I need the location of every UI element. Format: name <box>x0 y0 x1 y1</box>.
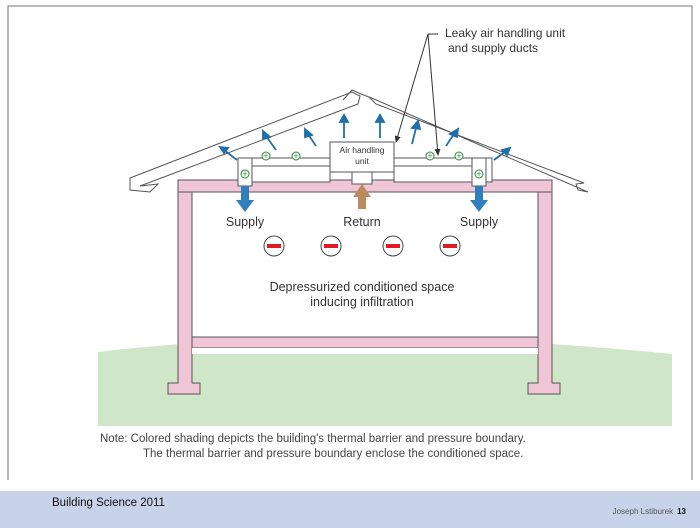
note: Note: Colored shading depicts the buildi… <box>100 432 680 462</box>
leak-sign: + <box>293 151 298 161</box>
footer-author: Joseph Lstiburek <box>612 507 674 516</box>
ground <box>98 337 672 426</box>
minus-icon <box>386 244 400 248</box>
leak-sign: + <box>263 151 268 161</box>
ahu-label-line1: Air handling <box>340 145 385 155</box>
leak-sign: + <box>427 151 432 161</box>
slide-border <box>7 5 693 480</box>
minus-icon <box>443 244 457 248</box>
leak-signs: + + + + + + <box>240 151 484 179</box>
callout-label-line2: and supply ducts <box>448 41 538 55</box>
roof <box>129 89 589 193</box>
space-label-line1: Depressurized conditioned space <box>270 280 455 294</box>
space-label-line2: inducing infiltration <box>310 295 414 309</box>
note-line1: Note: Colored shading depicts the buildi… <box>100 433 526 445</box>
air-leak-arrows <box>218 113 512 161</box>
air-handling-unit: Air handling unit <box>329 141 395 185</box>
return-label: Return <box>343 215 381 229</box>
supply-right-label: Supply <box>460 215 499 229</box>
supply-left-label: Supply <box>226 215 265 229</box>
return-arrow <box>353 184 371 209</box>
pressure-signs <box>263 235 461 257</box>
callout-lines <box>394 33 441 156</box>
note-line2: The thermal barrier and pressure boundar… <box>143 448 524 460</box>
leak-sign: + <box>242 169 247 179</box>
leak-sign: + <box>456 151 461 161</box>
supply-arrows <box>236 186 488 212</box>
footer-title: Building Science 2011 <box>52 497 165 509</box>
leak-sign: + <box>476 169 481 179</box>
house-diagram: Air handling unit + + + + + + Supply Re <box>7 5 693 480</box>
page-number: 13 <box>677 507 686 516</box>
callout-label-line1: Leaky air handling unit <box>445 26 566 40</box>
ahu-label-line2: unit <box>355 156 369 166</box>
minus-icon <box>267 244 281 248</box>
minus-icon <box>324 244 338 248</box>
